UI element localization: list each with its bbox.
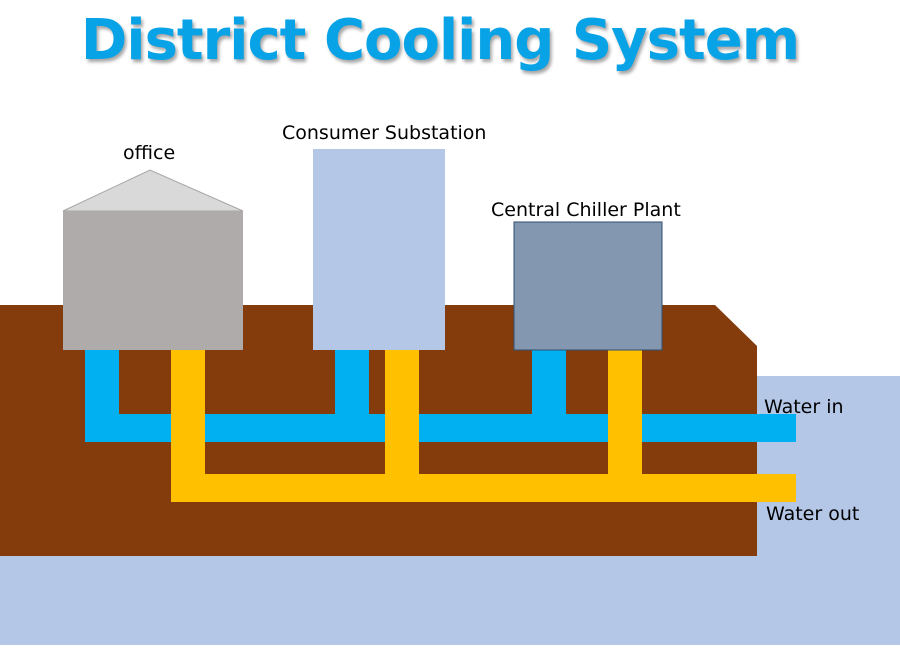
water-in-label: Water in (764, 396, 844, 418)
water-out-label: Water out (766, 503, 860, 525)
office-return-riser (171, 349, 205, 502)
office-building (62, 169, 244, 350)
water-body (0, 376, 900, 645)
substation-return-riser (385, 349, 419, 502)
central-chiller-plant-building (513, 221, 663, 351)
return-water-pipes (171, 349, 796, 502)
office-roof (62, 169, 244, 212)
office-label: office (123, 142, 176, 164)
chiller-return-riser (608, 349, 642, 502)
consumer-substation-label: Consumer Substation (282, 122, 487, 144)
office-wall (63, 211, 243, 350)
consumer-substation-building (313, 149, 445, 350)
central-chiller-plant-label: Central Chiller Plant (491, 199, 681, 221)
chiller-chilled-riser (532, 349, 566, 442)
diagram-title: District Cooling System (80, 8, 800, 73)
office-chilled-riser (85, 349, 119, 442)
return-water-main-pipe (171, 474, 796, 502)
substation-chilled-riser (335, 349, 369, 442)
